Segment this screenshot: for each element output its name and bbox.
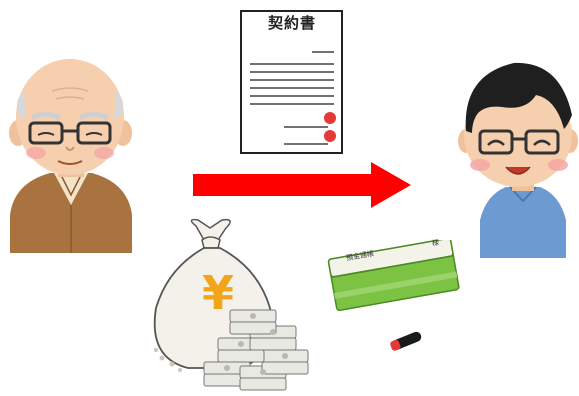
passbook-suffix: 様: [431, 238, 440, 248]
yen-symbol: ¥: [201, 266, 234, 320]
bank-passbook-icon: [327, 240, 460, 312]
transfer-arrow-icon: [193, 162, 411, 208]
contract-title: 契約書: [267, 14, 316, 32]
personal-seal-icon: [390, 331, 422, 351]
elderly-man-icon: [9, 59, 132, 253]
contract-document-icon: [240, 10, 343, 154]
banknote-stack-icon: [203, 309, 309, 391]
young-man-icon: [458, 62, 578, 258]
